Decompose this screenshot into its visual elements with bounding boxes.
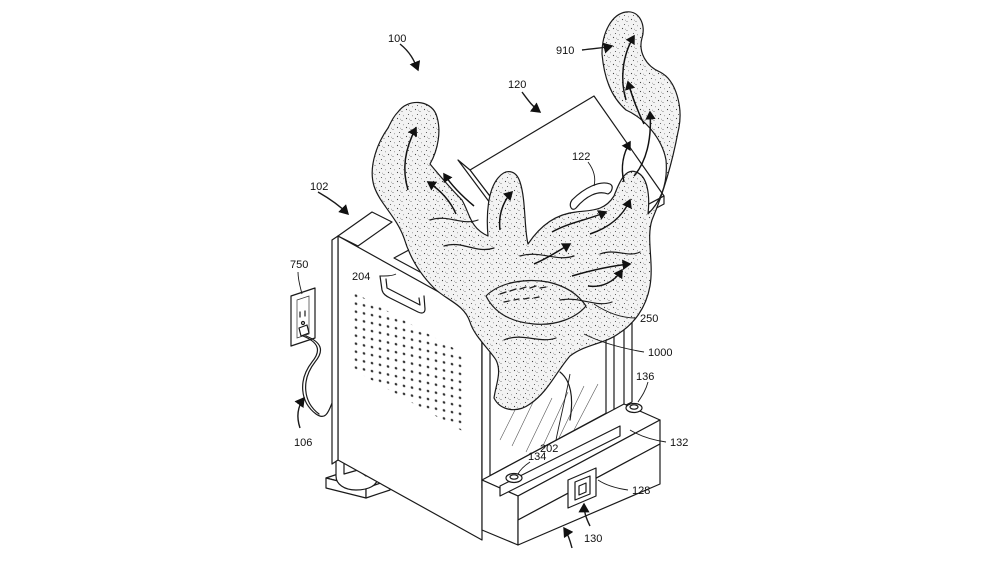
ref-106: 106 <box>294 437 312 449</box>
ref-120: 120 <box>508 79 526 91</box>
ref-136: 136 <box>636 371 654 383</box>
reference-numerals: 100 102 106 120 122 128 130 132 134 136 … <box>290 33 688 545</box>
main-housing <box>331 211 483 541</box>
ref-204: 204 <box>352 271 370 283</box>
ref-128: 128 <box>632 485 650 497</box>
ref-132: 132 <box>670 437 688 449</box>
ref-910: 910 <box>556 45 574 57</box>
ref-202: 202 <box>540 443 558 455</box>
ref-750: 750 <box>290 259 308 271</box>
ref-1000: 1000 <box>648 347 672 359</box>
ref-134: 134 <box>528 451 546 463</box>
ref-130: 130 <box>584 533 602 545</box>
ref-100: 100 <box>388 33 406 45</box>
leader-lines <box>294 42 667 549</box>
ref-250: 250 <box>640 313 658 325</box>
ref-102: 102 <box>310 181 328 193</box>
wall-outlet <box>290 287 316 347</box>
base-unit <box>481 402 661 546</box>
ref-122: 122 <box>572 151 590 163</box>
steam-cloud <box>371 11 681 411</box>
